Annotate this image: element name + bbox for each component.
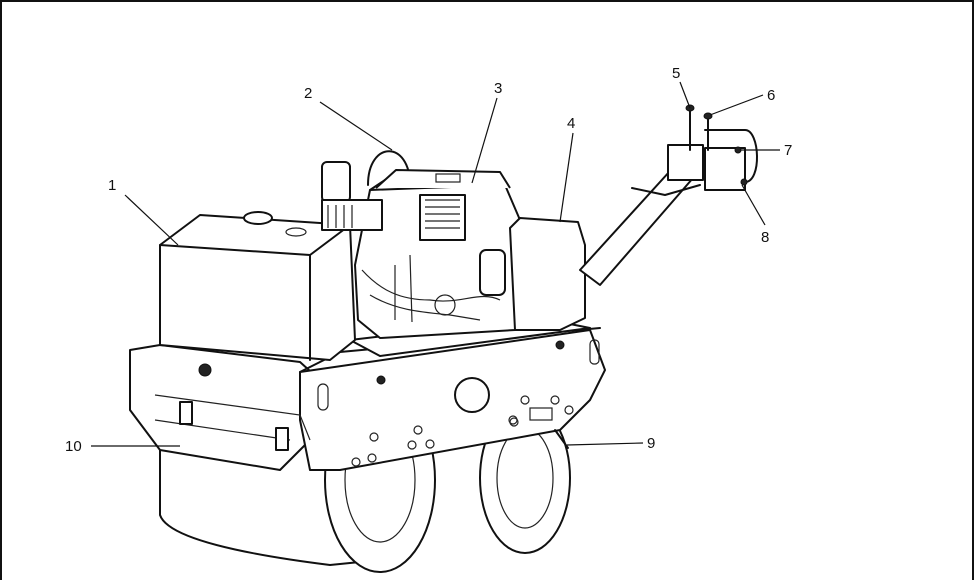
callout-6: 6 [767,87,775,104]
callout-7: 7 [784,142,792,159]
leader-lines [91,81,780,447]
callout-10: 10 [65,438,82,455]
callout-5: 5 [672,65,680,82]
callout-1: 1 [108,177,116,194]
callout-3: 3 [494,80,502,97]
callout-2: 2 [304,85,312,102]
callout-8: 8 [761,229,769,246]
side-frame-plate [299,329,606,471]
front-frame-left [129,344,321,471]
callout-9: 9 [647,435,655,452]
cover-4 [509,217,586,331]
water-tank [159,214,356,361]
roller-drawing-icon [129,104,758,573]
fuel-tank [375,169,511,189]
callout-4: 4 [567,115,575,132]
front-drum [159,439,381,566]
